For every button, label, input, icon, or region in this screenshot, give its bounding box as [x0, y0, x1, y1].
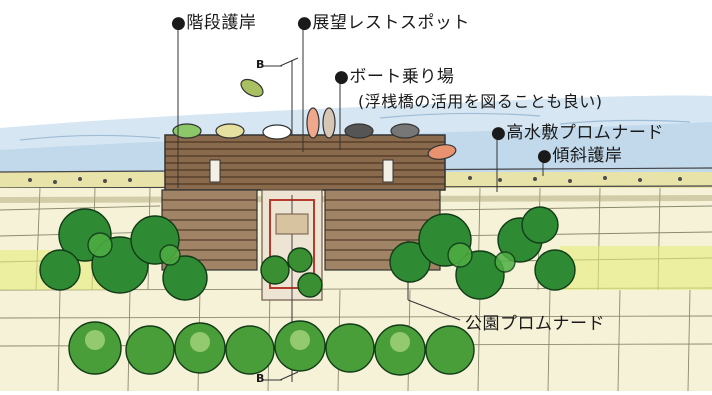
boats — [172, 78, 457, 160]
label-sloped-revetment: ●傾斜護岸 — [537, 146, 623, 166]
label-observation-rest-spot: ●展望レストスポット — [297, 13, 470, 33]
section-mark-bottom: B — [256, 372, 265, 385]
label-riverside-promenade: ●高水敷プロムナード — [491, 123, 664, 143]
label-park-promenade: 公園プロムナード — [465, 314, 605, 334]
section-mark-top: B — [256, 58, 265, 71]
label-boat-landing-note: (浮桟橋の活用を図ることも良い) — [358, 92, 603, 111]
trees — [39, 206, 576, 376]
leader-lines — [177, 24, 544, 321]
label-boat-landing: ●ボート乗り場 — [334, 67, 455, 87]
label-stepped-revetment: ●階段護岸 — [171, 13, 257, 33]
stepped-revetment-deck — [161, 134, 446, 271]
